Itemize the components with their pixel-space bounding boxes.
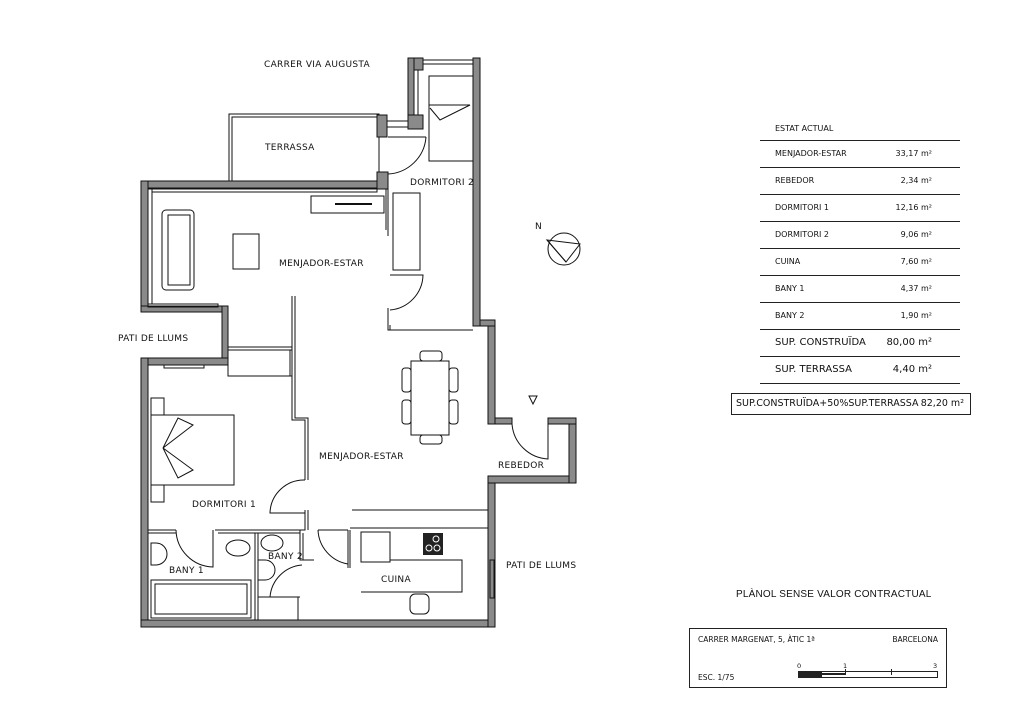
area-row: BANY 1 4,37 m² [760, 275, 960, 302]
north-arrow-icon [545, 232, 581, 266]
address-label: CARRER MARGENAT, 5, ÀTIC 1ª [698, 635, 815, 644]
room-label-terrassa: TERRASSA [264, 143, 315, 153]
wardrobe-dorm1 [227, 349, 291, 377]
disclaimer-note: PLÀNOL SENSE VALOR CONTRACTUAL [736, 589, 932, 600]
area-value: 2,34 m² [900, 176, 932, 185]
area-table-title: ESTAT ACTUAL [775, 124, 834, 133]
scale-bar [798, 669, 938, 678]
area-name: DORMITORI 2 [775, 230, 830, 239]
room-label-rebedor: REBEDOR [498, 461, 544, 471]
area-row: REBEDOR 2,34 m² [760, 167, 960, 194]
area-value: 12,16 m² [895, 203, 932, 212]
room-label-menjador-estar: MENJADOR-ESTAR [279, 259, 364, 269]
room-label-bany-2: BANY 2 [268, 552, 303, 562]
area-name: REBEDOR [775, 176, 815, 185]
area-row: MENJADOR-ESTAR 33,17 m² [760, 140, 960, 167]
kitchen-counter [361, 559, 463, 593]
area-name: MENJADOR-ESTAR [775, 149, 847, 158]
room-label-pati-de-llums: PATI DE LLUMS [118, 334, 188, 344]
dining-table [410, 360, 450, 436]
area-row: CUINA 7,60 m² [760, 248, 960, 275]
scale-tick-label: 1 [843, 662, 848, 670]
area-name: SUP. CONSTRUÏDA [775, 337, 866, 348]
street-label: CARRER VIA AUGUSTA [264, 60, 370, 70]
scale-tick-label: 3 [933, 662, 938, 670]
area-value: 4,40 m² [892, 364, 932, 375]
coffee-table [232, 233, 260, 270]
sink-bany2 [257, 559, 276, 581]
entrance-arrow-icon [528, 395, 538, 406]
wardrobe-dorm2 [392, 192, 421, 271]
area-row: DORMITORI 1 12,16 m² [760, 194, 960, 221]
area-name: BANY 2 [775, 311, 805, 320]
fridge [360, 531, 391, 563]
city-label: BARCELONA [892, 635, 938, 644]
kitchen-sink [409, 593, 430, 615]
area-value: 4,37 m² [900, 284, 932, 293]
area-total-value: 82,20 m² [920, 398, 964, 409]
area-name: CUINA [775, 257, 801, 266]
scale-label: ESC. 1/75 [698, 673, 735, 682]
area-value: 33,17 m² [895, 149, 932, 158]
area-value: 7,60 m² [900, 257, 932, 266]
area-row: DORMITORI 2 9,06 m² [760, 221, 960, 248]
toilet-bany2 [260, 534, 284, 552]
area-value: 9,06 m² [900, 230, 932, 239]
area-total-name: SUP.CONSTRUÏDA+50%SUP.TERRASSA [736, 398, 919, 409]
room-label-dormitori-2: DORMITORI 2 [410, 178, 474, 188]
sink-bany1 [150, 542, 168, 566]
bed-dorm2 [428, 75, 474, 162]
title-block: CARRER MARGENAT, 5, ÀTIC 1ª BARCELONA ES… [689, 628, 947, 688]
area-name: DORMITORI 1 [775, 203, 830, 212]
area-value: 80,00 m² [886, 337, 932, 348]
area-name: BANY 1 [775, 284, 805, 293]
toilet-bany1 [225, 539, 251, 557]
area-row: BANY 2 1,90 m² [760, 302, 960, 329]
room-label-dormitori-1: DORMITORI 1 [192, 500, 256, 510]
area-name: SUP. TERRASSA [775, 364, 852, 375]
north-label: N [535, 222, 542, 232]
area-row-terrace: SUP. TERRASSA 4,40 m² [760, 356, 960, 384]
room-label-cuina: CUINA [381, 575, 411, 585]
outer-walls [140, 57, 577, 628]
room-label-menjador-estar: MENJADOR-ESTAR [319, 452, 404, 462]
furniture [150, 75, 474, 621]
area-value: 1,90 m² [900, 311, 932, 320]
area-row-built: SUP. CONSTRUÏDA 80,00 m² [760, 329, 960, 356]
room-label-bany-1: BANY 1 [169, 566, 204, 576]
area-total-box: SUP.CONSTRUÏDA+50%SUP.TERRASSA 82,20 m² [731, 393, 971, 415]
cooktop [423, 533, 443, 555]
doors [175, 136, 549, 598]
room-label-pati-de-llums: PATI DE LLUMS [506, 561, 576, 571]
shower [257, 596, 299, 621]
windows [147, 59, 495, 599]
scale-tick-label: 0 [797, 662, 802, 670]
